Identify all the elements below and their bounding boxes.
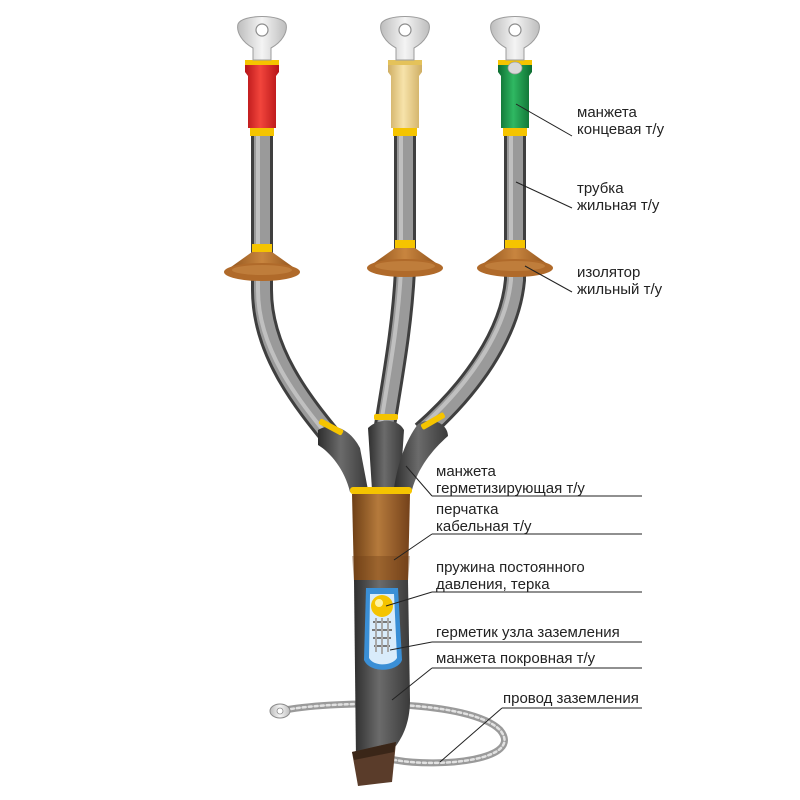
leader-line-spring — [385, 591, 433, 607]
label-line: провод заземления — [503, 690, 639, 707]
insulator-middle — [367, 240, 443, 277]
label-line: манжета покровная т/у — [436, 650, 596, 667]
cable-glove — [352, 494, 410, 582]
leader-line-glove — [393, 533, 433, 561]
leader-line-cuff-cover — [391, 667, 433, 701]
leader-line-sealant — [389, 641, 433, 651]
label-line: перчатка — [436, 501, 499, 518]
label-cuff-seal: манжета герметизирующая т/у — [436, 463, 585, 497]
label-sealant: герметик узла заземления — [436, 624, 620, 641]
label-line: манжета — [436, 463, 496, 480]
label-line: трубка — [577, 180, 624, 197]
leader-line-tube-core — [515, 181, 573, 209]
insulator-left — [224, 244, 300, 281]
label-ground-wire: провод заземления — [503, 690, 639, 707]
label-line: герметик узла заземления — [436, 624, 620, 641]
label-line: пружина постоянного — [436, 559, 585, 576]
label-line: изолятор — [577, 264, 641, 281]
label-line: давления, терка — [436, 576, 550, 593]
insulator-right — [477, 240, 553, 277]
label-line: концевая т/у — [577, 121, 665, 138]
label-tube-core: трубка жильная т/у — [577, 180, 659, 214]
label-line: жильная т/у — [577, 197, 660, 214]
end-cuff-green — [498, 60, 532, 136]
label-glove: перчатка кабельная т/у — [436, 501, 532, 535]
sealing-cuff — [318, 412, 448, 494]
label-line: жильный т/у — [577, 281, 663, 298]
end-cuff-red — [245, 60, 279, 136]
core-tube-middle — [373, 135, 416, 434]
leader-line-ground-wire — [439, 707, 503, 763]
label-line: манжета — [577, 104, 637, 121]
leader-line-cuff-seal — [405, 465, 433, 497]
leader-lines — [385, 103, 642, 763]
cable-lug-middle — [380, 16, 430, 61]
label-cuff-cover: манжета покровная т/у — [436, 650, 595, 667]
leader-line-insulator — [524, 265, 573, 293]
leader-line-cuff-end — [515, 103, 573, 137]
label-line: герметизирующая т/у — [436, 480, 585, 497]
label-line: кабельная т/у — [436, 518, 532, 535]
end-cuff-cream — [388, 60, 422, 136]
constant-pressure-spring — [371, 595, 393, 654]
core-tube-left — [251, 135, 347, 453]
core-tube-right — [414, 135, 526, 441]
cable-lug-left — [237, 16, 287, 61]
label-cuff-end: манжета концевая т/у — [577, 104, 664, 138]
cable-lug-right — [490, 16, 540, 61]
label-spring: пружина постоянного давления, терка — [436, 559, 585, 593]
label-insulator: изолятор жильный т/у — [577, 264, 662, 298]
